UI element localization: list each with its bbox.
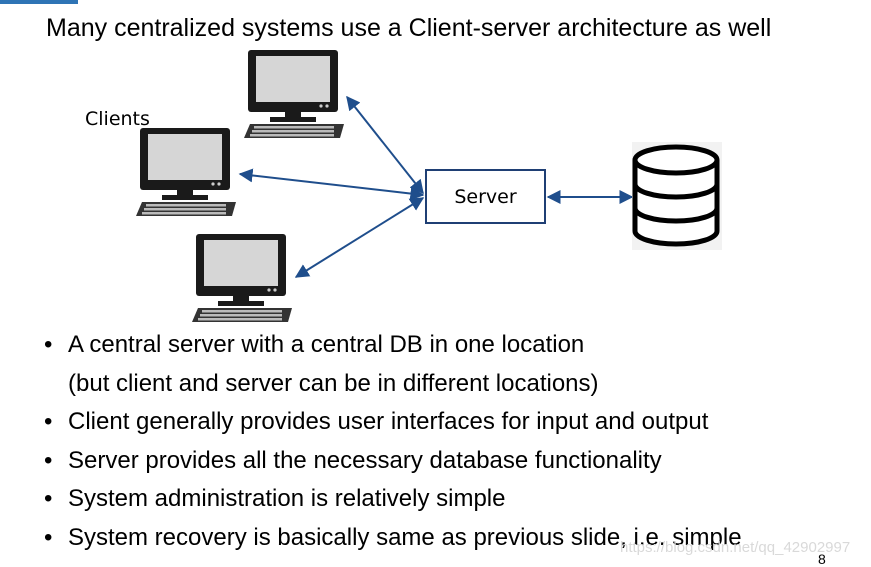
bullet-dot: • [44, 331, 53, 358]
bullet-list: •A central server with a central DB in o… [44, 326, 742, 558]
bullet-dot: • [44, 523, 53, 551]
bullet-dot: • [44, 446, 53, 474]
computer-icon [244, 50, 344, 138]
clients-label: Clients [85, 108, 150, 130]
database-icon [632, 142, 722, 250]
arrow-server-client-middle [238, 168, 425, 201]
slide-title: Many centralized systems use a Client-se… [46, 14, 772, 42]
bullet-dot: • [44, 485, 53, 513]
list-item: •Server provides all the necessary datab… [44, 442, 742, 481]
watermark: https://blog.csdn.net/qq_42902997 [620, 539, 851, 556]
list-item: •System administration is relatively sim… [44, 480, 742, 519]
accent-bar [0, 0, 78, 4]
server-node: Server [425, 169, 546, 224]
bullet-dot: • [44, 408, 53, 436]
server-label: Server [454, 185, 517, 208]
arrow-server-client-bottom [294, 197, 425, 278]
arrow-server-client-top [346, 95, 424, 195]
list-item: •A central server with a central DB in o… [44, 326, 742, 365]
page-number: 8 [818, 551, 826, 567]
list-item-continuation: (but client and server can be in differe… [68, 369, 599, 397]
computer-icon [192, 234, 292, 322]
list-item: •Client generally provides user interfac… [44, 403, 742, 442]
computer-icon [136, 128, 236, 216]
list-item: •System recovery is basically same as pr… [44, 519, 742, 558]
